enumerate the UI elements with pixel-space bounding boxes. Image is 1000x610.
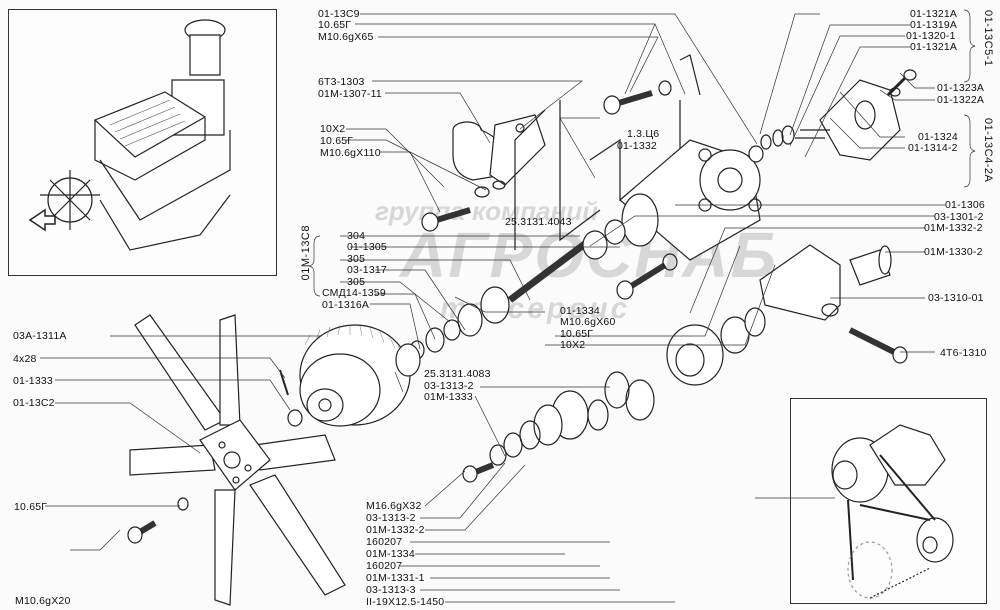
engine-illustration [28,19,231,251]
part-label: 01М-1331-1 [366,572,425,584]
part-label: 10.65Г [320,135,354,147]
part-label: 305 [347,276,366,288]
part-label: 160207 [366,536,403,548]
part-label: 10Х2 [320,123,346,135]
part-label: 03-1317 [347,264,387,276]
bearing-stack [462,307,766,483]
part-label: 01-1322А [937,94,985,106]
part-label: 01-1319А [910,19,958,31]
part-label: 03-1313-2 [366,512,416,524]
leader-lines [40,9,976,603]
part-label: 01-1306 [945,199,985,211]
fan [129,314,346,606]
shaft-assembly [409,219,678,360]
castle-nut [287,409,303,427]
part-label: 01-1316А [322,299,370,311]
impeller [748,69,917,163]
tensioner-bolt [848,327,902,358]
water-pump-housing [619,139,762,261]
part-label: 03-1313-2 [424,380,474,392]
part-label: 01-1323А [937,82,985,94]
part-label: 10Х2 [560,339,586,351]
part-label: II-19Х12.5-1450 [366,596,445,608]
part-label: СМД14-1359 [322,287,386,299]
thermostat-housing [452,114,546,198]
part-label: 01-1305 [347,241,387,253]
part-label: 03А-1311А [13,330,67,342]
tensioner-bracket [759,244,841,321]
part-label: 01М-1333 [424,391,473,403]
part-label: 6Т3-1303 [318,76,365,88]
part-label: 160207 [366,560,403,572]
part-label: 304 [347,230,366,242]
watermark-line1: группа компаний [375,196,599,226]
part-label: 10.65Г [14,501,48,513]
part-label: 03-1313-3 [366,584,416,596]
part-label: 01-1332 [617,140,657,152]
part-label: 01-13С2 [13,397,55,409]
part-label: М16.6gХ32 [366,500,422,512]
part-label: 01-1314-2 [908,142,958,154]
part-label: 4Т6-1310 [940,347,987,359]
part-label: 10.65Г [560,328,594,340]
part-label: 01-1321А [910,8,958,20]
part-label: М10.6gХ60 [560,316,616,328]
part-label: 01М-1332-2 [924,222,983,234]
part-label: 01М-1330-2 [924,246,983,258]
part-label: 01-1320-1 [906,30,956,42]
part-label: 01-13С9 [318,8,360,20]
part-label: 4х28 [13,353,37,365]
part-label: 03-1301-2 [934,211,984,223]
part-label: 1.3.Ц6 [627,128,660,140]
part-label: 305 [347,253,366,265]
part-label: М10.6gХ20 [15,595,71,607]
part-label: 01-1334 [560,305,600,317]
part-label: 10.65Г [318,19,352,31]
part-label: М10.6gХ110 [320,147,381,159]
part-label: 03-1310-01 [928,292,984,304]
part-label: 01М-1332-2 [366,524,425,536]
cotter-pin [279,369,289,396]
belt-drive-illustration [831,424,954,599]
part-label: М10.6gХ65 [318,31,374,43]
group-label-3: 01М-13С8 [300,225,312,281]
part-label: 01М-1334 [366,548,415,560]
part-label: 01-1324 [918,131,958,143]
group-label-2: 01-13С4-2А [982,118,994,183]
part-label: 01М-1307-11 [318,88,382,100]
part-label: 25.3131.4043 [505,216,572,228]
part-label: 25.3131.4083 [424,368,491,380]
part-label: 01-1321А [910,41,958,53]
part-label: 01-1333 [13,375,53,387]
fan-pulley [299,324,421,427]
group-label-1: 01-13С5-1 [982,10,994,67]
